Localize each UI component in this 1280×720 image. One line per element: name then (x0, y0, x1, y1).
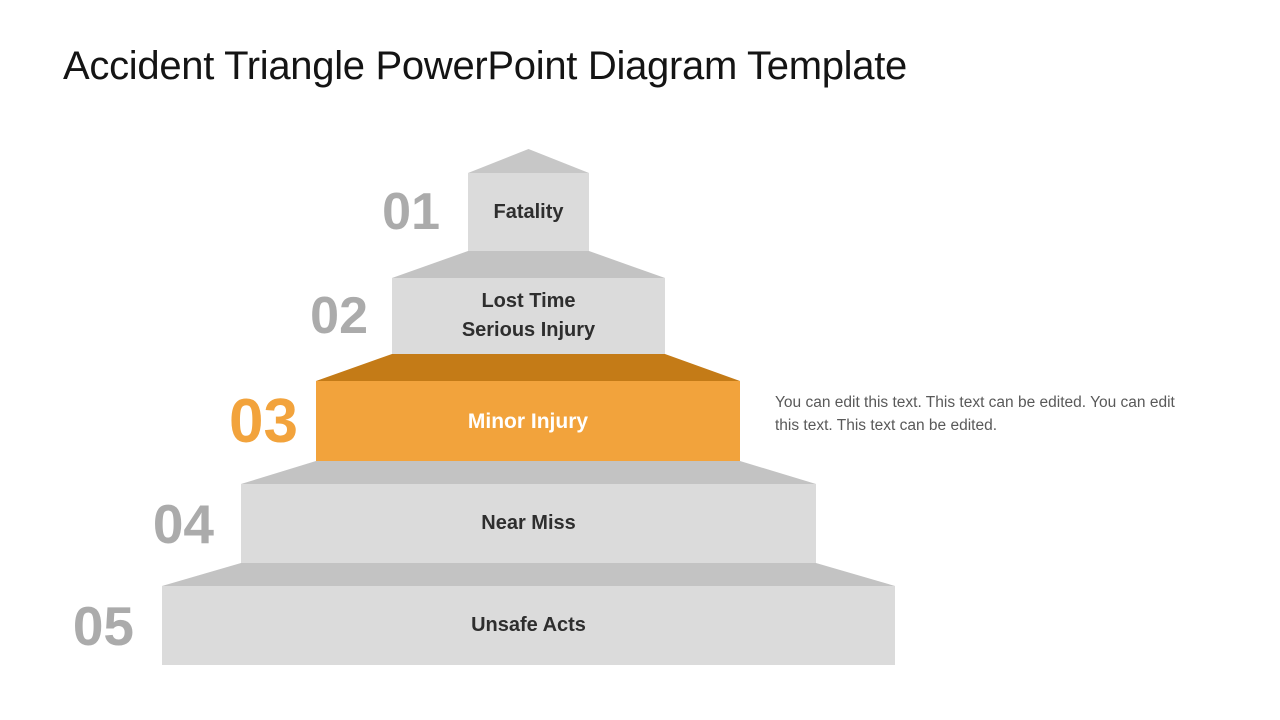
level-4-top-face (241, 461, 816, 484)
level-1-top-face (468, 149, 589, 173)
level-4-number: 04 (152, 492, 214, 555)
level-5-number: 05 (72, 594, 134, 657)
level-5-label: Unsafe Acts (471, 614, 586, 636)
level-1-segment: Fatality (468, 173, 589, 251)
level-3-segment: Minor Injury (316, 381, 740, 461)
level-1-label: Fatality (493, 200, 564, 223)
slide-title: Accident Triangle PowerPoint Diagram Tem… (63, 44, 907, 88)
level-1-number: 01 (382, 183, 440, 241)
level-2-label: Lost Time Serious Injury (461, 290, 596, 341)
level-4-segment: Near Miss (241, 484, 816, 563)
level-3-number: 03 (229, 386, 298, 456)
level-2-number: 02 (310, 287, 368, 345)
level-3-top-face (316, 354, 740, 381)
level-2-top-face (392, 251, 665, 278)
level-4-label: Near Miss (481, 512, 576, 534)
level-3-label: Minor Injury (467, 409, 589, 433)
level-5-segment: Unsafe Acts (162, 586, 895, 665)
level-2-segment: Lost Time Serious Injury (392, 278, 665, 354)
level-5-top-face (162, 563, 895, 586)
description-text: You can edit this text. This text can be… (775, 394, 1175, 434)
